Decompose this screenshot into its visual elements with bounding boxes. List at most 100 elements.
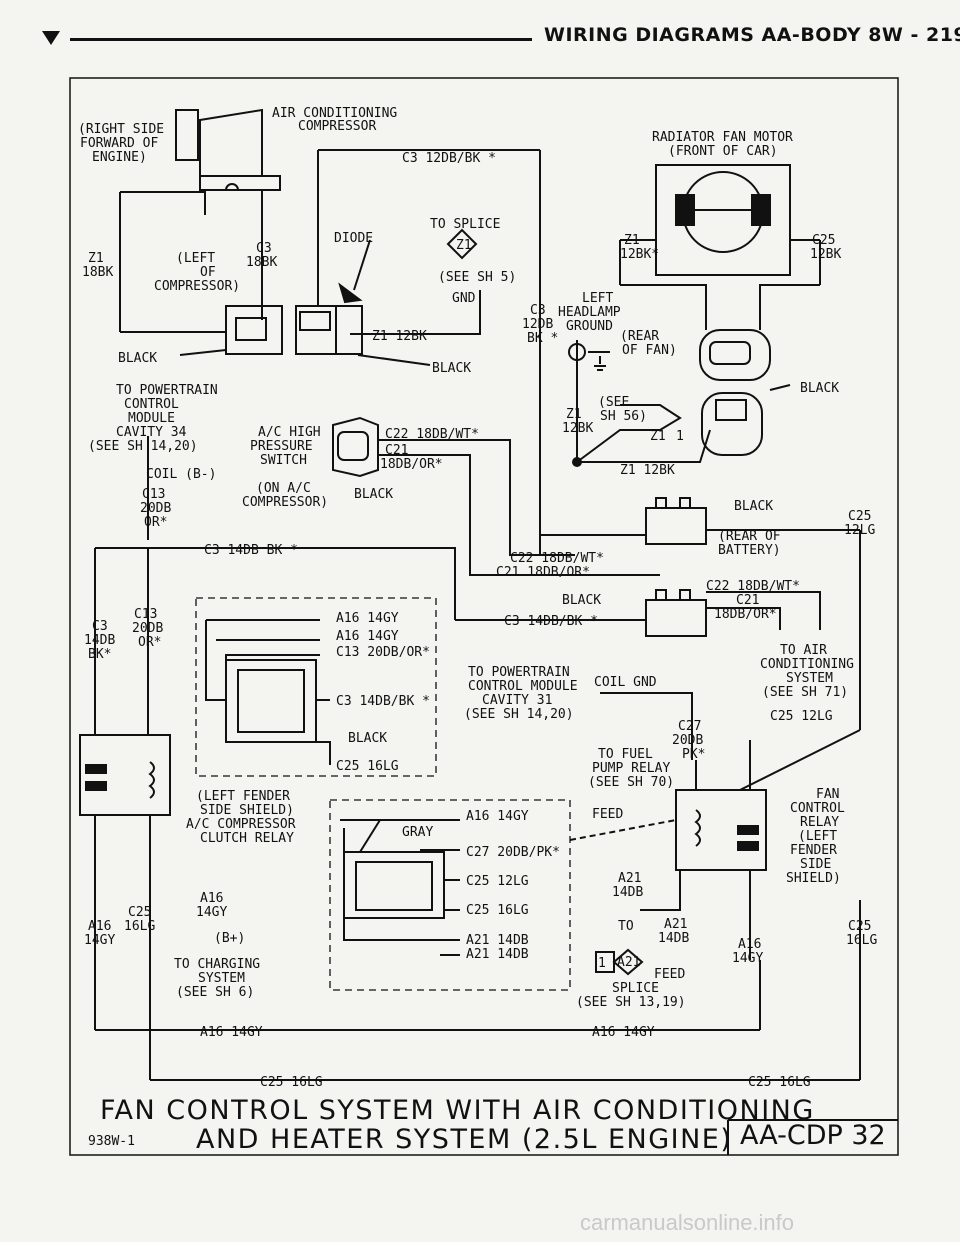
compressor-connector: [225, 305, 283, 355]
diode-connector: [295, 305, 337, 355]
diagram-label: C13 20DB/OR*: [336, 645, 430, 660]
diagram-label: A16 14GY: [336, 611, 399, 626]
fan-connector-lower: [701, 392, 763, 456]
diagram-label: C3 14DB BK *: [204, 543, 298, 558]
wire-c3-14db: [95, 547, 456, 620]
diagram-label: COMPRESSOR): [154, 279, 240, 294]
page-header-title: WIRING DIAGRAMS AA-BODY 8W - 219: [544, 24, 960, 46]
splice-z1-marker: [446, 228, 478, 260]
diagram-label: (REAR OF: [718, 529, 781, 544]
diagram-label: BLACK: [432, 361, 471, 376]
diagram-label: OF: [200, 265, 216, 280]
diagram-label: CONTROL MODULE: [468, 679, 578, 694]
diagram-label: Z1 12BK: [620, 463, 675, 478]
diagram-label: C3: [530, 303, 546, 318]
diagram-label: RELAY: [800, 815, 839, 830]
diagram-label: COMPRESSOR: [298, 119, 376, 134]
diode-symbol: [338, 282, 363, 304]
diagram-label: (FRONT OF CAR): [668, 144, 778, 159]
diagram-label: 20DB: [140, 501, 171, 516]
ac-relay-connector: [225, 659, 317, 743]
diagram-label: 14DB: [658, 931, 689, 946]
diagram-label: (SEE SH 14,20): [88, 439, 198, 454]
diagram-label: A16: [200, 891, 223, 906]
compressor-coil: [202, 183, 239, 191]
diagram-label: Z1: [624, 233, 640, 248]
relay-coil: [148, 761, 155, 799]
diagram-label: BLACK: [800, 381, 839, 396]
diagram-label: PUMP RELAY: [592, 761, 670, 776]
compressor-body: [175, 109, 199, 161]
black-leader: [179, 349, 227, 356]
caption-id: AA-CDP 32: [740, 1120, 886, 1151]
diagram-label: BLACK: [348, 731, 387, 746]
ground-eyelet: [568, 343, 586, 361]
diagram-label: BLACK: [562, 593, 601, 608]
diagram-label: C21 18DB/OR*: [496, 565, 590, 580]
diagram-label: CONDITIONING: [760, 657, 854, 672]
diagram-label: OR*: [138, 635, 161, 650]
diagram-label: TO: [618, 919, 634, 934]
wire-c22: [378, 439, 575, 556]
compressor-housing: [199, 108, 263, 177]
diagram-label: C27 20DB/PK*: [466, 845, 560, 860]
diagram-label: (SEE SH 70): [588, 775, 674, 790]
diagram-label: C22 18DB/WT*: [510, 551, 604, 566]
diagram-label: (LEFT: [176, 251, 215, 266]
diagram-label: 14GY: [732, 951, 763, 966]
wire-z1-12bk: [350, 290, 481, 335]
diagram-label: GRAY: [402, 825, 433, 840]
diagram-label: SH 56): [600, 409, 647, 424]
diagram-label: OF FAN): [622, 343, 677, 358]
diagram-label: (SEE: [598, 395, 629, 410]
diagram-label: A16 14GY: [336, 629, 399, 644]
diagram-label: C3: [256, 241, 272, 256]
label-ac-compressor: AIR CONDITIONING: [272, 106, 397, 121]
wire-c25-12bk: [759, 284, 820, 330]
diagram-label: (ON A/C: [256, 481, 311, 496]
diagram-label: MODULE: [128, 411, 175, 426]
fan-relay-box: [329, 799, 571, 991]
diagram-label: 20DB: [132, 621, 163, 636]
diagram-label: C25: [128, 905, 151, 920]
fan-connector-upper: [699, 329, 771, 381]
diagram-label: PK*: [682, 747, 705, 762]
label-diode: DIODE: [334, 231, 373, 246]
diagram-label: C25: [812, 233, 835, 248]
diagram-label: (SEE SH 5): [438, 270, 516, 285]
diagram-label: 1: [676, 429, 684, 444]
diagram-label: BLACK: [118, 351, 157, 366]
diagram-label: 12BK: [562, 421, 593, 436]
diagram-label: COIL GND: [594, 675, 657, 690]
diagram-label: A21 14DB: [466, 933, 529, 948]
fan-control-relay: [675, 789, 767, 871]
diagram-label: SYSTEM: [198, 971, 245, 986]
diagram-label: C25: [848, 509, 871, 524]
diagram-label: GROUND: [566, 319, 613, 334]
wire-z1-12bk-lower: [577, 429, 711, 463]
diagram-label: SPLICE: [612, 981, 659, 996]
diagram-label: 18DB/OR*: [714, 607, 777, 622]
diagram-label: COIL (B-): [146, 467, 216, 482]
diagram-label: Z1 12BK: [372, 329, 427, 344]
diagram-label: C13: [134, 607, 157, 622]
diagram-label: BLACK: [354, 487, 393, 502]
diagram-label: A21: [664, 917, 687, 932]
watermark: carmanualsonline.info: [580, 1210, 795, 1235]
diagram-label: CAVITY 31: [482, 693, 552, 708]
diagram-label: 14GY: [196, 905, 227, 920]
z1-splice-ref: [576, 404, 682, 463]
black-leader-2: [357, 354, 431, 366]
diagram-label: SIDE SHIELD): [200, 803, 294, 818]
diagram-label: (REAR: [620, 329, 659, 344]
diagram-label: BLACK: [734, 499, 773, 514]
diagram-label: Z1: [650, 429, 666, 444]
battery-connector-lower: [645, 599, 707, 637]
diagram-label: CLUTCH RELAY: [200, 831, 294, 846]
diagram-label: C21: [736, 593, 759, 608]
diagram-label: CONTROL: [790, 801, 845, 816]
diagram-label: 12BK*: [620, 247, 659, 262]
diagram-label: PRESSURE: [250, 439, 313, 454]
diagram-label: (SEE SH 14,20): [464, 707, 574, 722]
